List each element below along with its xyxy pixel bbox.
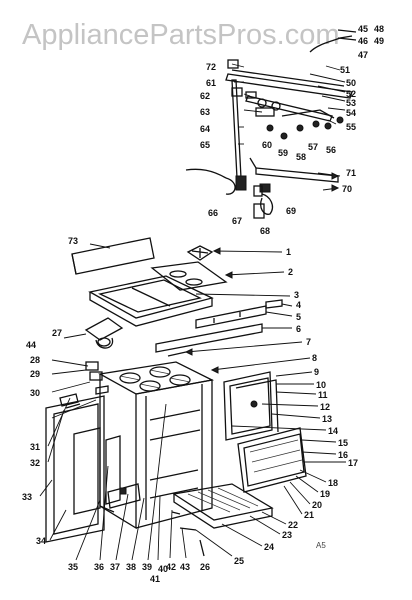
- part-side-panel: [223, 371, 273, 441]
- label-5: 5: [296, 312, 301, 322]
- label-12: 12: [320, 402, 330, 412]
- label-46: 46: [358, 36, 368, 46]
- label-55: 55: [346, 122, 356, 132]
- part-backguard: [71, 237, 155, 275]
- label-29: 29: [30, 369, 40, 379]
- label-67: 67: [232, 216, 242, 226]
- label-19: 19: [320, 489, 330, 499]
- label-70: 70: [342, 184, 352, 194]
- label-32: 32: [30, 458, 40, 468]
- label-22: 22: [288, 520, 298, 530]
- arrowheads: [184, 172, 340, 374]
- label-71: 71: [346, 168, 356, 178]
- label-48: 48: [374, 24, 384, 34]
- label-39: 39: [142, 562, 152, 572]
- label-18: 18: [328, 478, 338, 488]
- label-47: 47: [358, 50, 368, 60]
- label-66: 66: [208, 208, 218, 218]
- label-15: 15: [338, 438, 348, 448]
- label-8: 8: [312, 353, 317, 363]
- label-10: 10: [316, 380, 326, 390]
- label-36: 36: [94, 562, 104, 572]
- part-oven-door: [45, 395, 105, 543]
- leader-lines: [39, 63, 346, 561]
- label-68: 68: [260, 226, 270, 236]
- label-4: 4: [296, 300, 301, 310]
- label-50: 50: [346, 78, 356, 88]
- label-16: 16: [338, 450, 348, 460]
- label-38: 38: [126, 562, 136, 572]
- label-21: 21: [304, 510, 314, 520]
- label-58: 58: [296, 152, 306, 162]
- label-26: 26: [200, 562, 210, 572]
- part-number-labels: 1 2 3 4 5 6 7 8 9 10 11 12 13 14 15 16 1…: [22, 24, 384, 584]
- label-57: 57: [308, 142, 318, 152]
- label-51: 51: [340, 65, 350, 75]
- watermark: AppliancePartsPros.com: [22, 19, 340, 51]
- label-63: 63: [200, 107, 210, 117]
- label-49: 49: [374, 36, 384, 46]
- label-42: 42: [166, 562, 176, 572]
- label-62: 62: [200, 91, 210, 101]
- upper-assembly: [185, 29, 357, 219]
- label-25: 25: [234, 556, 244, 566]
- label-61: 61: [206, 78, 216, 88]
- label-44: 44: [26, 340, 36, 350]
- label-11: 11: [318, 390, 328, 400]
- label-13: 13: [322, 414, 332, 424]
- label-14: 14: [328, 426, 338, 436]
- part-burner-cap: [186, 245, 214, 261]
- label-53: 53: [346, 98, 356, 108]
- label-9: 9: [314, 367, 319, 377]
- label-27: 27: [52, 328, 62, 338]
- label-56: 56: [326, 145, 336, 155]
- label-59: 59: [278, 148, 288, 158]
- label-33: 33: [22, 492, 32, 502]
- label-35: 35: [68, 562, 78, 572]
- label-60: 60: [262, 140, 272, 150]
- label-43: 43: [180, 562, 190, 572]
- label-6: 6: [296, 324, 301, 334]
- label-54: 54: [346, 108, 356, 118]
- label-2: 2: [288, 267, 293, 277]
- label-40: 40: [158, 564, 168, 574]
- label-31: 31: [30, 442, 40, 452]
- label-45: 45: [358, 24, 368, 34]
- label-37: 37: [110, 562, 120, 572]
- corner-code: A5: [316, 541, 326, 550]
- label-28: 28: [30, 355, 40, 365]
- label-52: 52: [346, 89, 356, 99]
- label-34: 34: [36, 536, 46, 546]
- label-23: 23: [282, 530, 292, 540]
- label-72: 72: [206, 62, 216, 72]
- label-20: 20: [312, 500, 322, 510]
- label-65: 65: [200, 140, 210, 150]
- label-3: 3: [294, 290, 299, 300]
- label-69: 69: [286, 206, 296, 216]
- label-17: 17: [348, 458, 358, 468]
- label-73: 73: [68, 236, 78, 246]
- label-1: 1: [286, 247, 291, 257]
- label-24: 24: [264, 542, 274, 552]
- label-64: 64: [200, 124, 210, 134]
- label-7: 7: [306, 337, 311, 347]
- label-41: 41: [150, 574, 160, 584]
- label-30: 30: [30, 388, 40, 398]
